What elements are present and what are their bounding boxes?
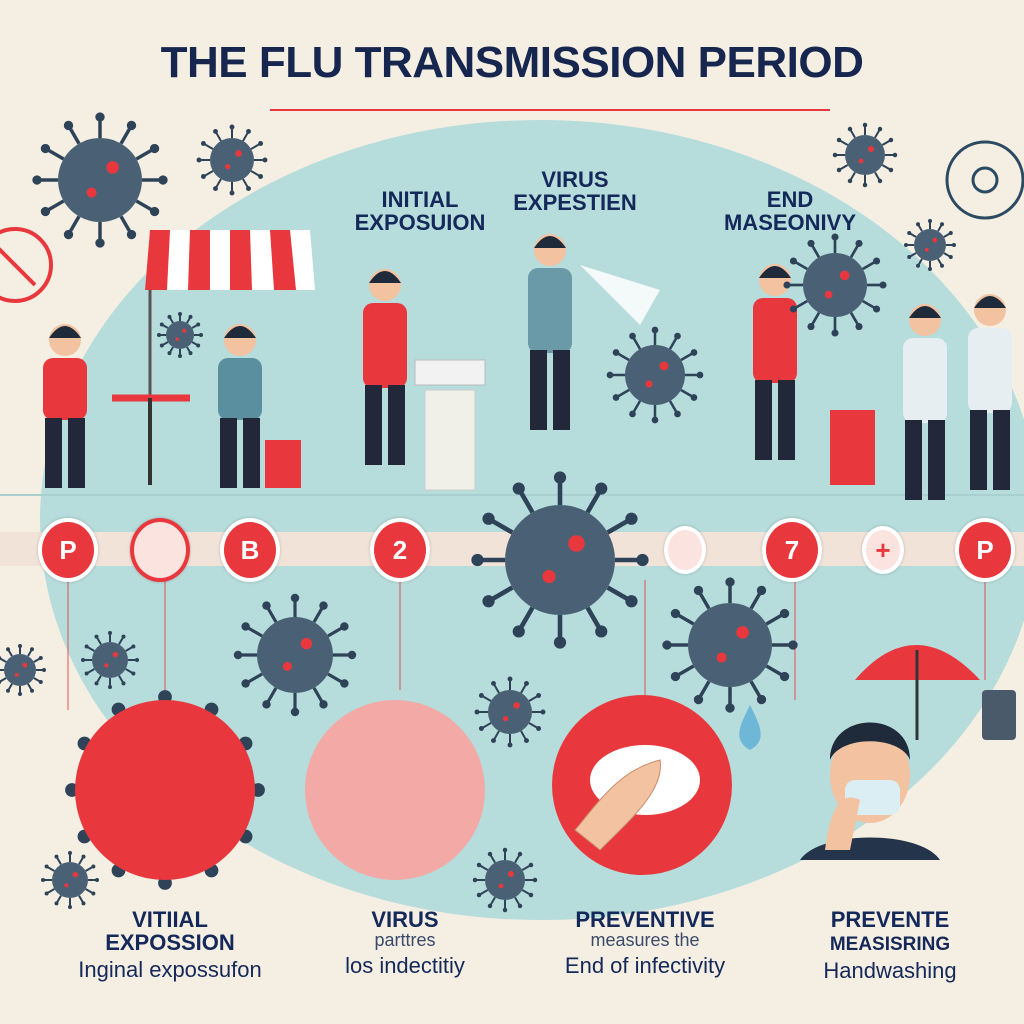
virus-icon	[41, 851, 99, 909]
biohazard-icon	[945, 140, 1024, 220]
virus-icon	[904, 219, 956, 271]
stage-line2: EXPOSUION	[354, 210, 486, 236]
hand-tissue-illustration	[574, 745, 700, 851]
virus-icon	[662, 577, 798, 713]
red-cart	[830, 410, 875, 485]
timeline-badge: P	[38, 518, 98, 582]
stage-label-initial-exposure: INITIAL EXPOSUION	[340, 188, 500, 234]
caption-heading: VIRUS	[371, 907, 439, 932]
caption-heading: PREVENTIVE	[575, 907, 715, 932]
stage-line2: MASEONIVY	[723, 210, 857, 236]
masked-person-handwashing	[800, 722, 940, 860]
caption-midtext: measures the	[590, 930, 700, 951]
stage-label-virus: VIRUS EXPESTIEN	[490, 168, 660, 214]
caption-subtext: los indectitiy	[345, 952, 465, 978]
person-figure	[218, 324, 262, 488]
caption-initial-exposure: VITIIAL EXPOSSION Inginal expossufon	[60, 908, 280, 981]
trash-bin	[265, 440, 301, 488]
soap-dispenser-icon	[982, 690, 1016, 740]
timeline-badge: B	[220, 518, 280, 582]
caption-heading: VITIIAL	[132, 907, 208, 932]
timeline-badge: +	[862, 526, 904, 574]
virus-icon	[474, 676, 546, 748]
timeline-badge	[130, 518, 190, 582]
virus-icon	[472, 847, 538, 913]
virus-icon	[606, 326, 704, 424]
caption-subtext: Inginal expossufon	[78, 957, 262, 983]
person-figure	[968, 294, 1012, 490]
person-figure	[903, 304, 947, 500]
person-figure	[363, 269, 407, 465]
caption-subtext: End of infectivity	[564, 952, 726, 978]
page-title: THE FLU TRANSMISSION PERIOD	[160, 38, 864, 87]
virus-icon	[157, 312, 203, 358]
virus-icon	[233, 593, 357, 717]
virus-icon	[196, 124, 268, 196]
virus-icon	[832, 122, 898, 188]
stage-line1: END	[766, 187, 814, 212]
caption-preventive: PREVENTIVE measures the End of infectivi…	[530, 908, 760, 977]
virus-icon	[471, 471, 649, 649]
caption-handwashing: PREVENTE MEASISRING Handwashing	[790, 908, 990, 982]
caption-midtext: parttres	[374, 930, 436, 951]
virus-icon	[0, 644, 46, 696]
virus-icon	[81, 631, 139, 689]
caption-subtext: Handwashing	[823, 958, 957, 984]
person-figure	[528, 234, 572, 430]
stage-line2: EXPESTIEN	[513, 190, 637, 216]
cafe-table	[112, 394, 190, 485]
person-figure	[753, 264, 797, 460]
water-cooler	[424, 389, 476, 491]
timeline-badge: 2	[370, 518, 430, 582]
timeline-badge: P	[955, 518, 1015, 582]
market-awning	[145, 230, 315, 395]
timeline-badge: 7	[762, 518, 822, 582]
caption-heading: PREVENTE	[830, 907, 950, 932]
timeline-drop-lines	[67, 580, 986, 710]
caption-heading: MEASISRING	[829, 934, 951, 956]
stage-line1: VIRUS	[541, 167, 609, 192]
stage-label-end: END MASEONIVY	[700, 188, 880, 234]
virus-icon	[783, 233, 887, 337]
exposure-circle	[75, 700, 255, 880]
sink	[414, 359, 486, 386]
sneeze-spray	[580, 265, 660, 325]
timeline-badge	[664, 526, 706, 574]
person-figure	[43, 324, 87, 488]
stage-line1: INITIAL	[381, 187, 459, 212]
virus-icon	[32, 112, 168, 248]
water-drop-icon	[739, 705, 761, 750]
no-symbol-icon	[0, 227, 53, 303]
caption-virus: VIRUS parttres los indectitiy	[300, 908, 510, 977]
umbrella-icon	[855, 645, 980, 740]
virus-particles-circle	[305, 700, 485, 880]
caption-heading: EXPOSSION	[105, 930, 235, 956]
